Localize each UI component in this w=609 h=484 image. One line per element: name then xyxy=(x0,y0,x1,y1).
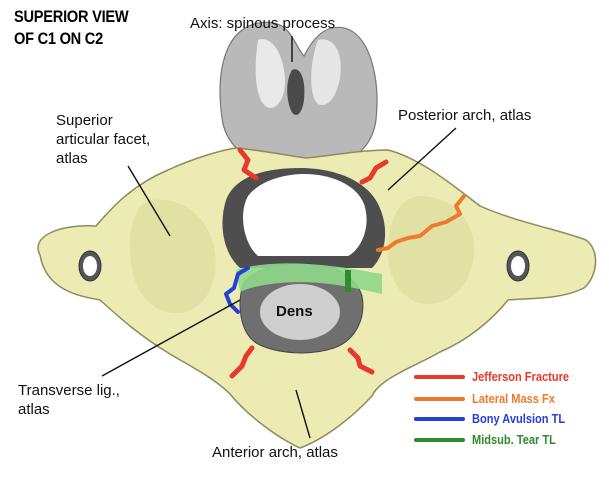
label-dens: Dens xyxy=(276,303,313,320)
diagram-title: SUPERIOR VIEW OF C1 ON C2 xyxy=(14,6,129,50)
leader-lines xyxy=(101,36,457,439)
lateral-mass-fracture-line xyxy=(376,194,466,252)
label-transverse-lig-2: atlas xyxy=(18,401,50,418)
label-axis-spinous-process: Axis: spinous process xyxy=(190,15,336,32)
title-line-2: OF C1 ON C2 xyxy=(14,29,103,48)
label-transverse-lig-1: Transverse lig., xyxy=(18,382,120,399)
legend-label-lateral-mass: Lateral Mass Fx xyxy=(472,391,555,406)
label-posterior-arch: Posterior arch, atlas xyxy=(398,107,532,124)
axis-spinous-process xyxy=(219,21,378,171)
jefferson-fracture-lines xyxy=(229,147,389,379)
label-anterior-arch: Anterior arch, atlas xyxy=(212,444,338,461)
legend-label-midsub-tear: Midsub. Tear TL xyxy=(472,432,556,447)
atlas-vertebra xyxy=(37,147,597,449)
title-line-1: SUPERIOR VIEW xyxy=(14,7,129,26)
label-superior-facet-1: Superior xyxy=(56,112,113,129)
label-superior-facet-3: atlas xyxy=(56,150,88,167)
legend-swatch-jefferson xyxy=(414,375,465,379)
legend-label-bony-avulsion: Bony Avulsion TL xyxy=(472,411,566,426)
label-superior-facet-2: articular facet, xyxy=(56,131,151,148)
legend-swatch-midsub-tear xyxy=(414,438,465,442)
legend-swatch-bony-avulsion xyxy=(414,417,465,421)
legend-label-jefferson: Jefferson Fracture xyxy=(472,369,570,384)
legend-swatch-lateral-mass xyxy=(414,397,465,401)
